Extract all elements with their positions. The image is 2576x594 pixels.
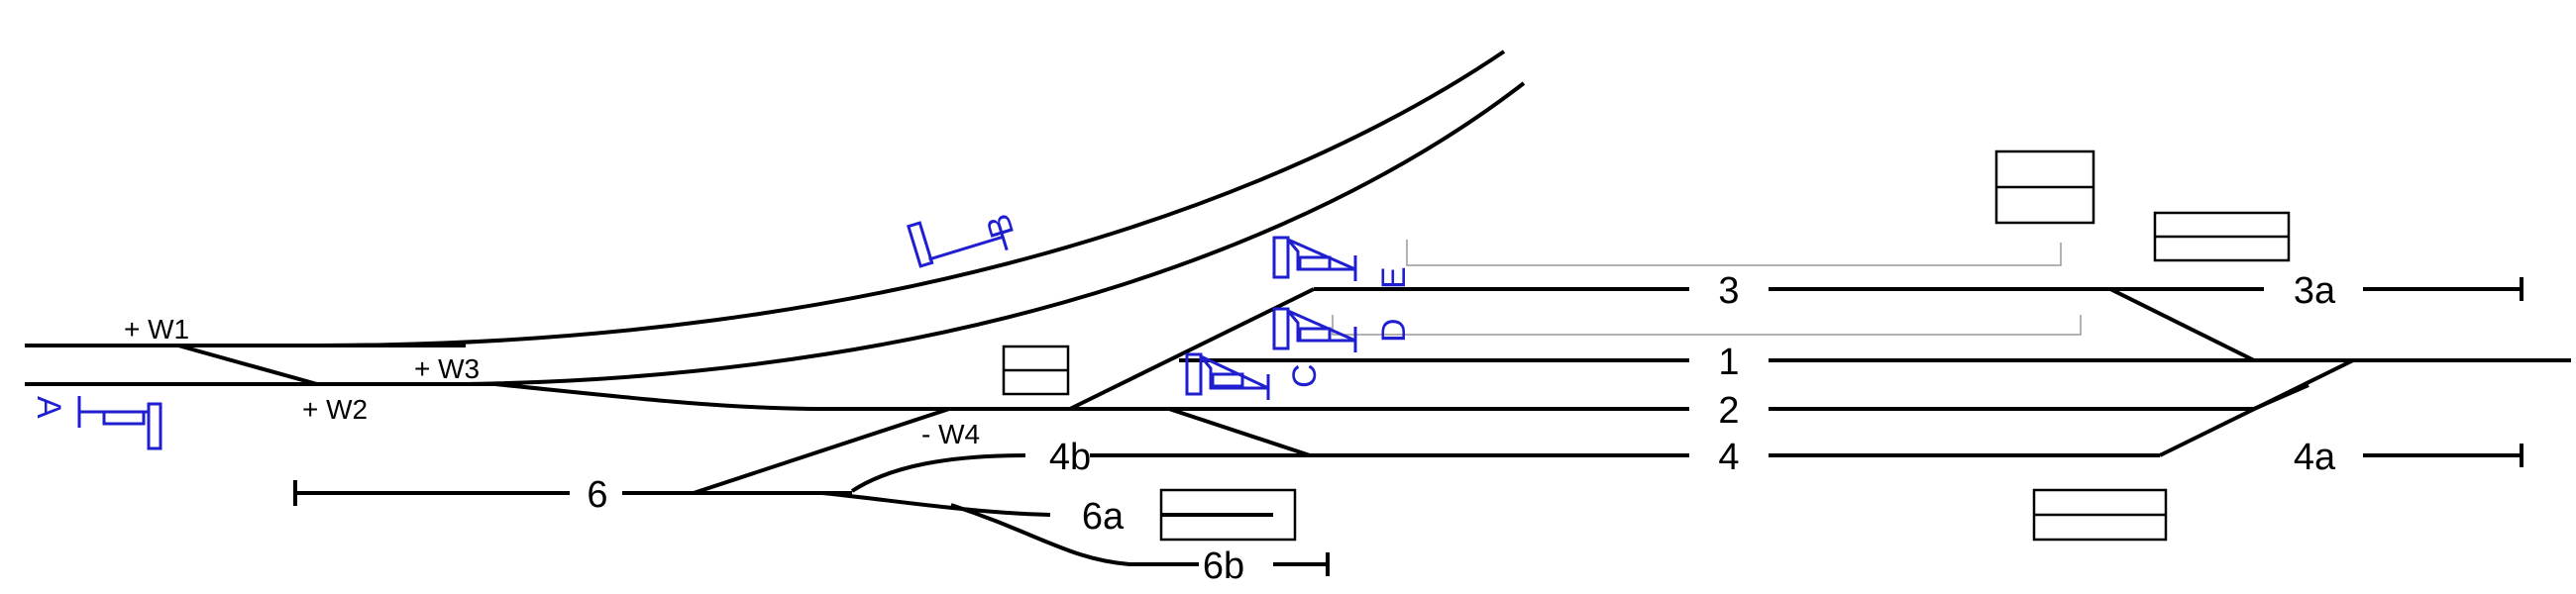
crossover-w4 bbox=[693, 407, 950, 495]
signal-e-light bbox=[1298, 255, 1332, 271]
signal-c: C bbox=[1185, 352, 1324, 400]
signal-c-label: C bbox=[1286, 363, 1324, 388]
switch-label-w4: - W4 bbox=[921, 419, 980, 449]
track-label-4b: 4b bbox=[1049, 437, 1091, 478]
track-label-3a: 3a bbox=[2294, 270, 2336, 312]
track-label-6: 6 bbox=[587, 474, 607, 516]
signal-b-mast bbox=[997, 223, 1009, 251]
reference-line-e bbox=[1406, 240, 2062, 266]
track-label-6b: 6b bbox=[1203, 545, 1244, 587]
track-label-4a: 4a bbox=[2294, 437, 2336, 478]
signal-a-head bbox=[102, 410, 146, 426]
track-lines bbox=[25, 50, 2571, 576]
branch-line-inner bbox=[465, 81, 1526, 386]
track-labels: 3 1 2 4 3a 4a 4b 6 6a 6b bbox=[587, 270, 2336, 587]
signal-d-label: D bbox=[1375, 318, 1413, 343]
crossover-3-to-1 bbox=[2109, 287, 2255, 362]
signal-b-label: B bbox=[979, 210, 1021, 243]
switch-label-w3: + W3 bbox=[414, 353, 480, 384]
switch-label-w2: + W2 bbox=[302, 394, 368, 425]
signal-c-board bbox=[1185, 352, 1203, 396]
platform-left bbox=[1002, 345, 1070, 396]
track-label-6a: 6a bbox=[1082, 496, 1125, 538]
signals: A B C D bbox=[30, 210, 1413, 450]
track-label-2: 2 bbox=[1718, 390, 1739, 432]
signal-e-head bbox=[1286, 238, 1356, 271]
platform-top-center bbox=[1994, 149, 2095, 225]
signal-d-head bbox=[1286, 309, 1356, 343]
platform-bottom-left bbox=[1159, 488, 1297, 542]
signal-d-light bbox=[1298, 327, 1332, 343]
signal-b-post bbox=[928, 235, 1004, 261]
track-label-3: 3 bbox=[1718, 270, 1739, 312]
track-label-4: 4 bbox=[1718, 437, 1739, 478]
platform-bottom-right bbox=[2032, 488, 2168, 542]
signal-d: D bbox=[1272, 307, 1413, 352]
signal-a-label: A bbox=[30, 396, 67, 419]
signal-e-label: E bbox=[1375, 266, 1413, 289]
crossover-2-to-4 bbox=[1168, 407, 1311, 457]
crossover-w1-w3 bbox=[177, 344, 318, 386]
signal-b-board bbox=[907, 221, 934, 268]
switch-labels: + W1 + W2 + W3 - W4 bbox=[124, 314, 980, 449]
branch-line-outer bbox=[316, 50, 1506, 347]
signal-a-board bbox=[147, 402, 162, 450]
track-6a bbox=[821, 491, 1051, 517]
signal-c-light bbox=[1211, 372, 1244, 388]
track-4b bbox=[850, 453, 1026, 493]
reference-lines bbox=[1332, 240, 2082, 336]
signal-a: A bbox=[30, 396, 162, 450]
crossover-1-to-2 bbox=[2253, 383, 2309, 411]
signal-d-board bbox=[1272, 307, 1290, 350]
switch-label-w1: + W1 bbox=[124, 314, 189, 345]
track-6b bbox=[950, 503, 1199, 566]
main-to-track-2 bbox=[494, 382, 813, 411]
reference-line-d bbox=[1332, 315, 2082, 336]
platforms bbox=[1002, 149, 2291, 542]
signal-e: E bbox=[1272, 236, 1413, 289]
signal-e-board bbox=[1272, 236, 1290, 279]
platform-top-right bbox=[2153, 211, 2291, 262]
signal-c-head bbox=[1199, 354, 1269, 390]
track-label-1: 1 bbox=[1718, 342, 1739, 383]
